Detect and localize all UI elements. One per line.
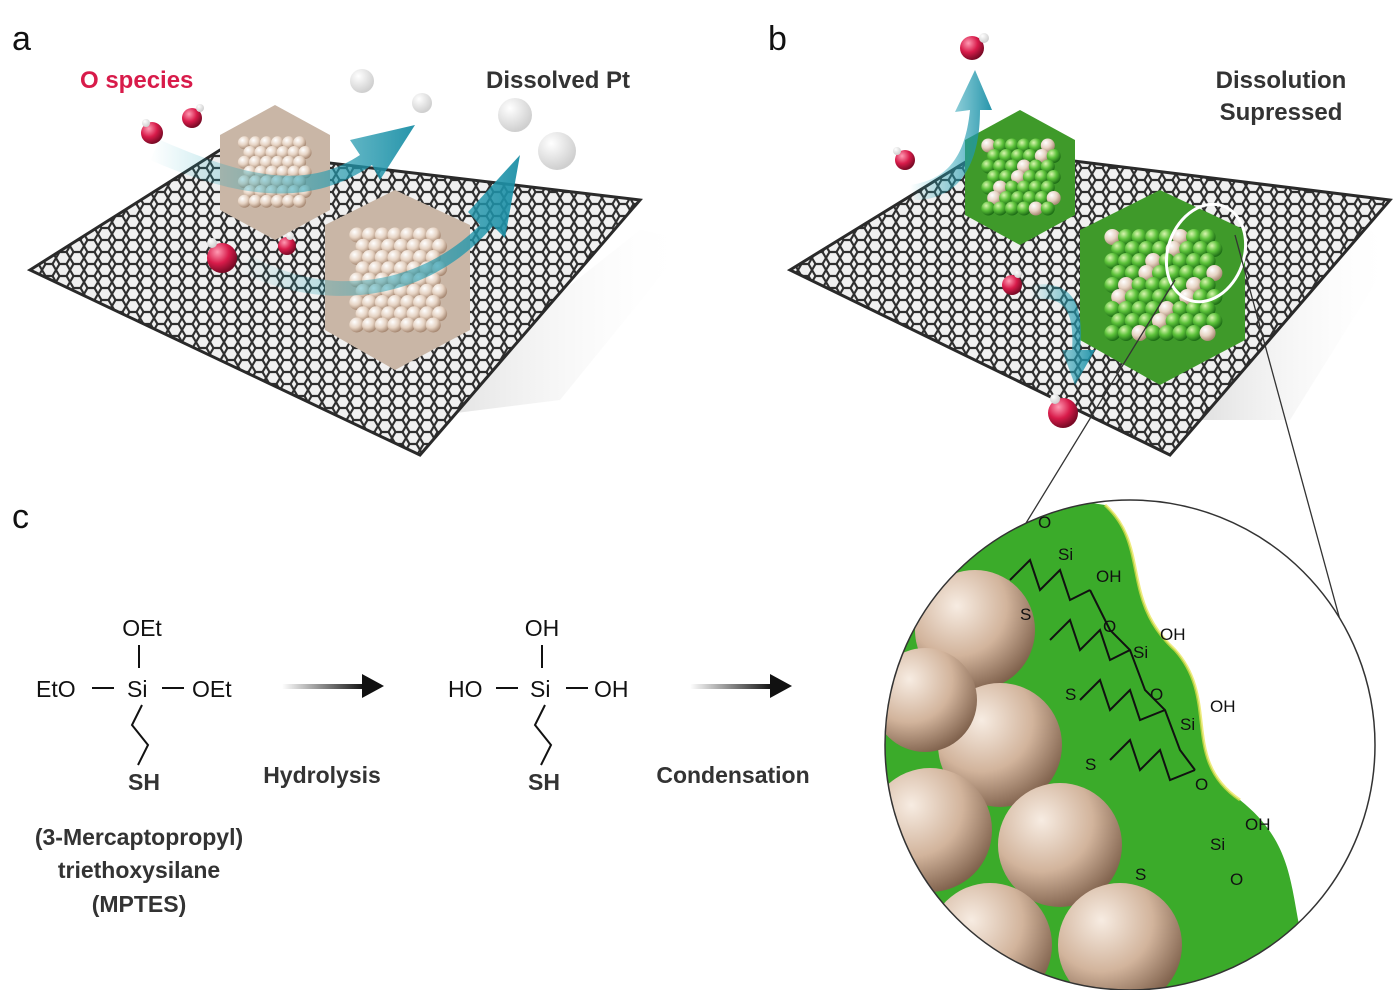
panel-b: b Dissolution Supressed bbox=[768, 20, 1396, 457]
svg-text:Si: Si bbox=[1210, 835, 1225, 854]
mptes-name-line1: (3-Mercaptopropyl) bbox=[35, 824, 243, 850]
svg-text:S: S bbox=[1065, 685, 1076, 704]
coated-nanoparticle-small bbox=[965, 110, 1075, 245]
silanol-structure: OH HO Si OH SH bbox=[448, 615, 629, 795]
zoom-inset: O Si OH O Si OH S S O Si OH S O Si OH S … bbox=[884, 499, 1376, 990]
svg-text:EtO: EtO bbox=[36, 676, 76, 702]
dissolution-arrow-1 bbox=[150, 125, 415, 194]
svg-text:OH: OH bbox=[594, 676, 629, 702]
deflected-arrow-1 bbox=[910, 70, 992, 200]
svg-text:O: O bbox=[1150, 685, 1163, 704]
svg-text:Si: Si bbox=[127, 676, 147, 702]
svg-text:O: O bbox=[1103, 617, 1116, 636]
svg-text:OH: OH bbox=[1096, 567, 1122, 586]
suppressed-label: Supressed bbox=[1220, 99, 1343, 126]
o-species-label: O species bbox=[80, 67, 193, 94]
svg-text:OEt: OEt bbox=[192, 676, 232, 702]
svg-text:O: O bbox=[1230, 870, 1243, 889]
dissolution-arrow-2 bbox=[240, 155, 520, 296]
coated-nanoparticle-large bbox=[1080, 190, 1245, 385]
svg-text:HO: HO bbox=[448, 676, 483, 702]
dissolution-label: Dissolution bbox=[1216, 67, 1347, 94]
condensation-arrow bbox=[690, 674, 792, 698]
svg-text:OEt: OEt bbox=[122, 615, 162, 641]
pt-surface-atoms bbox=[885, 570, 1182, 990]
svg-text:S: S bbox=[1020, 605, 1031, 624]
svg-text:S: S bbox=[1135, 865, 1146, 884]
chain-labels: O Si OH O Si OH S S O Si OH S O Si OH S … bbox=[1020, 513, 1271, 889]
svg-text:Si: Si bbox=[530, 676, 550, 702]
svg-text:O: O bbox=[1038, 513, 1051, 532]
mptes-name-line2: triethoxysilane bbox=[58, 857, 220, 883]
zoom-highlight-ellipse bbox=[1164, 202, 1248, 304]
panel-a-letter: a bbox=[12, 20, 31, 58]
svg-text:Si: Si bbox=[1180, 715, 1195, 734]
svg-text:S: S bbox=[1085, 755, 1096, 774]
hydrolysis-arrow bbox=[282, 674, 384, 698]
condensation-label: Condensation bbox=[656, 762, 809, 788]
svg-text:Si: Si bbox=[1133, 643, 1148, 662]
panel-c-letter: c bbox=[12, 498, 29, 536]
svg-text:SH: SH bbox=[528, 769, 560, 795]
svg-text:OH: OH bbox=[1160, 625, 1186, 644]
mptes-structure: OEt EtO Si OEt SH bbox=[36, 615, 232, 795]
svg-text:OH: OH bbox=[1210, 697, 1236, 716]
svg-text:OH: OH bbox=[1245, 815, 1271, 834]
svg-text:O: O bbox=[1195, 775, 1208, 794]
svg-text:SH: SH bbox=[128, 769, 160, 795]
svg-text:Si: Si bbox=[1058, 545, 1073, 564]
o-species-b bbox=[893, 33, 1078, 428]
siloxane-chain bbox=[1009, 558, 1196, 782]
panel-a: a bbox=[12, 20, 690, 457]
hydrolysis-label: Hydrolysis bbox=[263, 762, 381, 788]
mptes-name-line3: (MPTES) bbox=[92, 891, 187, 917]
dissolved-pt-atoms bbox=[350, 69, 576, 170]
dissolved-pt-label: Dissolved Pt bbox=[486, 67, 630, 94]
panel-c: c OEt EtO Si OEt SH (3-Mercaptopropyl) t… bbox=[12, 498, 810, 917]
o-species-a bbox=[141, 104, 296, 273]
svg-text:OH: OH bbox=[525, 615, 560, 641]
panel-b-letter: b bbox=[768, 20, 787, 58]
deflected-arrow-2 bbox=[1030, 284, 1095, 385]
